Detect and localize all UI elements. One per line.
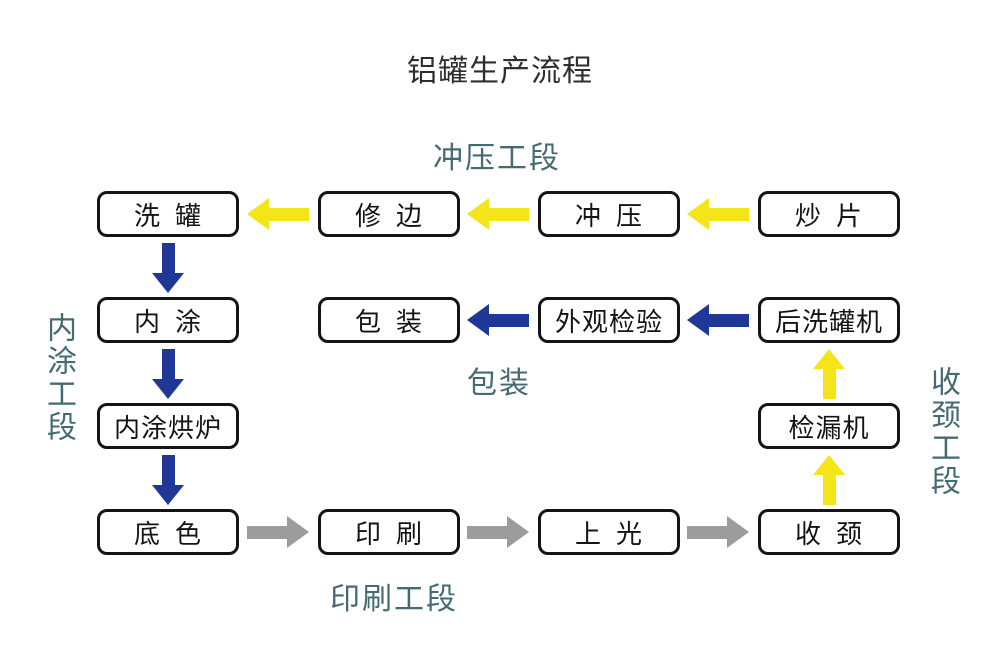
arrow-inner-coat-to-coat-oven xyxy=(152,349,184,399)
arrow-post-wash-to-visual-inspect xyxy=(687,304,749,336)
process-box-varnish: 上 光 xyxy=(538,509,680,555)
arrow-head-up-icon xyxy=(813,455,845,475)
arrow-print-to-varnish xyxy=(467,516,529,548)
section-label-printing: 印刷工段 xyxy=(330,582,458,617)
process-box-trim: 修 边 xyxy=(318,191,460,237)
section-label-necking: 收颈工段 xyxy=(925,366,960,498)
arrow-head-left-icon xyxy=(467,198,489,230)
arrow-wash-can-to-inner-coat xyxy=(152,243,184,293)
process-box-coat-oven: 内涂烘炉 xyxy=(97,403,239,449)
arrow-head-right-icon xyxy=(727,516,749,548)
arrow-head-down-icon xyxy=(152,379,184,399)
process-box-wash-can: 洗 罐 xyxy=(97,191,239,237)
arrow-varnish-to-neck xyxy=(687,516,749,548)
arrow-head-left-icon xyxy=(687,304,709,336)
process-box-neck: 收 颈 xyxy=(758,509,900,555)
arrow-head-right-icon xyxy=(287,516,309,548)
process-box-base-color: 底 色 xyxy=(97,509,239,555)
arrow-sheet-to-punch xyxy=(687,198,749,230)
process-box-pack: 包 装 xyxy=(318,297,460,343)
arrow-trim-to-wash-can xyxy=(247,198,309,230)
arrow-punch-to-trim xyxy=(467,198,529,230)
arrow-head-down-icon xyxy=(152,485,184,505)
arrow-head-left-icon xyxy=(687,198,709,230)
section-label-stamping: 冲压工段 xyxy=(433,141,561,176)
arrow-head-left-icon xyxy=(467,304,489,336)
process-box-punch: 冲 压 xyxy=(538,191,680,237)
page-title: 铝罐生产流程 xyxy=(407,54,593,89)
process-box-visual-inspect: 外观检验 xyxy=(538,297,680,343)
section-label-packaging: 包装 xyxy=(467,366,531,401)
arrow-head-left-icon xyxy=(247,198,269,230)
arrow-coat-oven-to-base-color xyxy=(152,455,184,505)
arrow-head-up-icon xyxy=(813,349,845,369)
section-label-inner-coating: 内涂工段 xyxy=(41,312,76,444)
arrow-head-right-icon xyxy=(507,516,529,548)
arrow-visual-inspect-to-pack xyxy=(467,304,529,336)
process-box-inner-coat: 内 涂 xyxy=(97,297,239,343)
arrow-head-down-icon xyxy=(152,273,184,293)
process-box-post-wash: 后洗罐机 xyxy=(758,297,900,343)
arrow-leak-test-to-post-wash xyxy=(813,349,845,399)
process-box-print: 印 刷 xyxy=(318,509,460,555)
arrow-neck-to-leak-test xyxy=(813,455,845,505)
process-box-sheet: 炒 片 xyxy=(758,191,900,237)
arrow-base-color-to-print xyxy=(247,516,309,548)
process-box-leak-test: 检漏机 xyxy=(758,403,900,449)
